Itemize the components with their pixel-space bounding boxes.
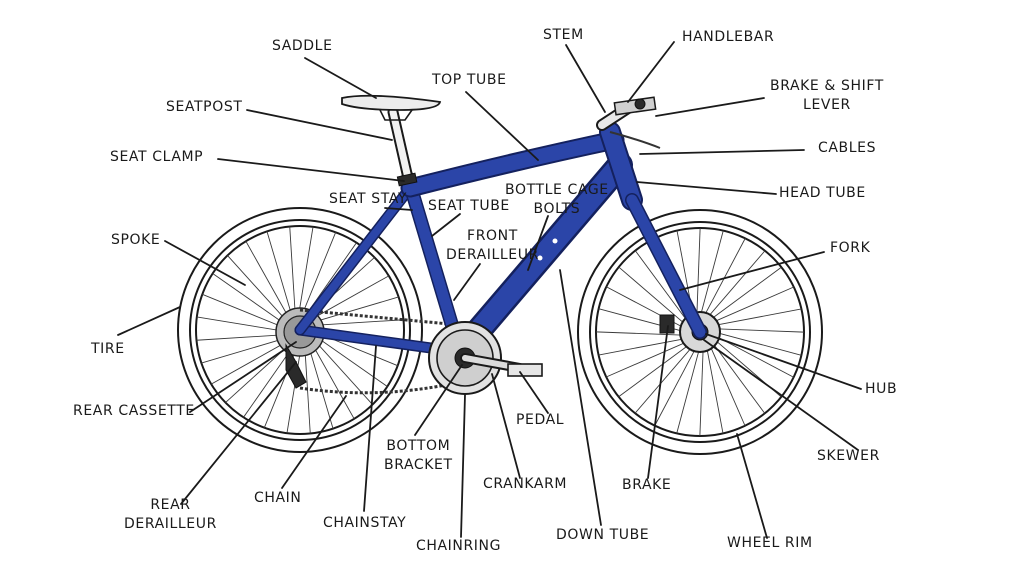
spoke (306, 275, 390, 323)
label-bottom-bracket-line2: BRACKET (384, 457, 453, 473)
rear-cassette (275, 307, 325, 389)
label-chainring: CHAINRING (416, 538, 502, 554)
spoke (299, 232, 337, 321)
spoke (698, 230, 724, 323)
spoke (598, 336, 692, 356)
spoke (700, 238, 746, 323)
label-saddle: SADDLE (272, 38, 333, 54)
label-seat-tube: SEAT TUBE (428, 198, 510, 214)
label-head-tube: HEAD TUBE (779, 185, 866, 201)
label-skewer: SKEWER (817, 448, 880, 464)
label-seat-clamp: SEAT CLAMP (110, 149, 204, 165)
spoke (245, 240, 293, 324)
spoke (634, 341, 698, 414)
spoke (297, 226, 314, 321)
label-front-derailleur: FRONT DERAILLEUR (446, 227, 539, 265)
label-spoke: SPOKE (111, 232, 161, 248)
spoke (709, 328, 805, 333)
spoke (709, 330, 802, 356)
label-bottom-bracket: BOTTOM BRACKET (384, 437, 453, 475)
spoke (618, 340, 696, 398)
label-rear-derailleur-line2: DERAILLEUR (124, 516, 217, 532)
spoke (696, 227, 701, 323)
spoke (266, 231, 295, 323)
spoke (618, 266, 691, 330)
label-rear-derailleur-line1: REAR (150, 497, 191, 513)
label-seatpost: SEATPOST (166, 99, 243, 115)
label-wheel-rim: WHEEL RIM (727, 535, 813, 551)
spoke (196, 316, 291, 333)
spoke (704, 340, 724, 434)
spoke (289, 226, 297, 322)
spoke (227, 255, 292, 326)
spoke (676, 341, 702, 434)
label-crankarm: CRANKARM (483, 476, 568, 492)
spoke (307, 296, 399, 325)
label-down-tube: DOWN TUBE (556, 527, 650, 543)
label-chainstay: CHAINSTAY (323, 515, 407, 531)
spoke (708, 308, 802, 328)
spoke (606, 338, 694, 378)
label-chain: CHAIN (254, 490, 302, 506)
label-brake-shift-lever-line1: BRAKE & SHIFT (770, 78, 884, 94)
spoke (212, 273, 291, 329)
label-brake: BRAKE (622, 477, 672, 493)
label-fork: FORK (830, 240, 871, 256)
seatpost-saddle (341, 94, 442, 187)
spoke (654, 341, 700, 426)
label-stem: STEM (543, 27, 584, 43)
crankset (428, 321, 543, 395)
label-rear-cassette: REAR CASSETTE (73, 403, 195, 419)
label-bottom-bracket-line1: BOTTOM (386, 438, 451, 454)
label-top-tube: TOP TUBE (432, 72, 507, 88)
label-handlebar: HANDLEBAR (682, 29, 775, 45)
label-cables: CABLES (818, 140, 877, 156)
stem-handlebar (596, 96, 661, 149)
label-bottle-cage-bolts-line1: BOTTLE CAGE (505, 182, 609, 198)
spoke (202, 293, 291, 331)
label-hub: HUB (865, 381, 898, 397)
spoke (699, 341, 704, 437)
label-bottle-cage-bolts-line2: BOLTS (533, 201, 581, 217)
label-seat-stay: SEAT STAY (329, 191, 408, 207)
label-front-derailleur-line1: FRONT (467, 228, 518, 244)
label-brake-shift-lever: BRAKE & SHIFT LEVER (770, 77, 884, 115)
label-front-derailleur-line2: DERAILLEUR (446, 247, 539, 263)
spoke (606, 286, 691, 332)
label-tire: TIRE (91, 341, 125, 357)
spoke (702, 250, 766, 323)
spoke (706, 338, 746, 426)
label-brake-shift-lever-line2: LEVER (803, 97, 851, 113)
spoke (308, 319, 404, 327)
label-pedal: PEDAL (516, 412, 565, 428)
leader-lines (117, 41, 862, 539)
spoke (196, 333, 292, 341)
spoke (598, 308, 691, 334)
spoke (704, 266, 782, 324)
spoke (706, 286, 794, 326)
label-bottle-cage-bolts: BOTTLE CAGE BOLTS (505, 181, 609, 219)
spoke (595, 331, 691, 336)
spoke (634, 250, 692, 328)
label-rear-derailleur: REAR DERAILLEUR (124, 496, 217, 534)
